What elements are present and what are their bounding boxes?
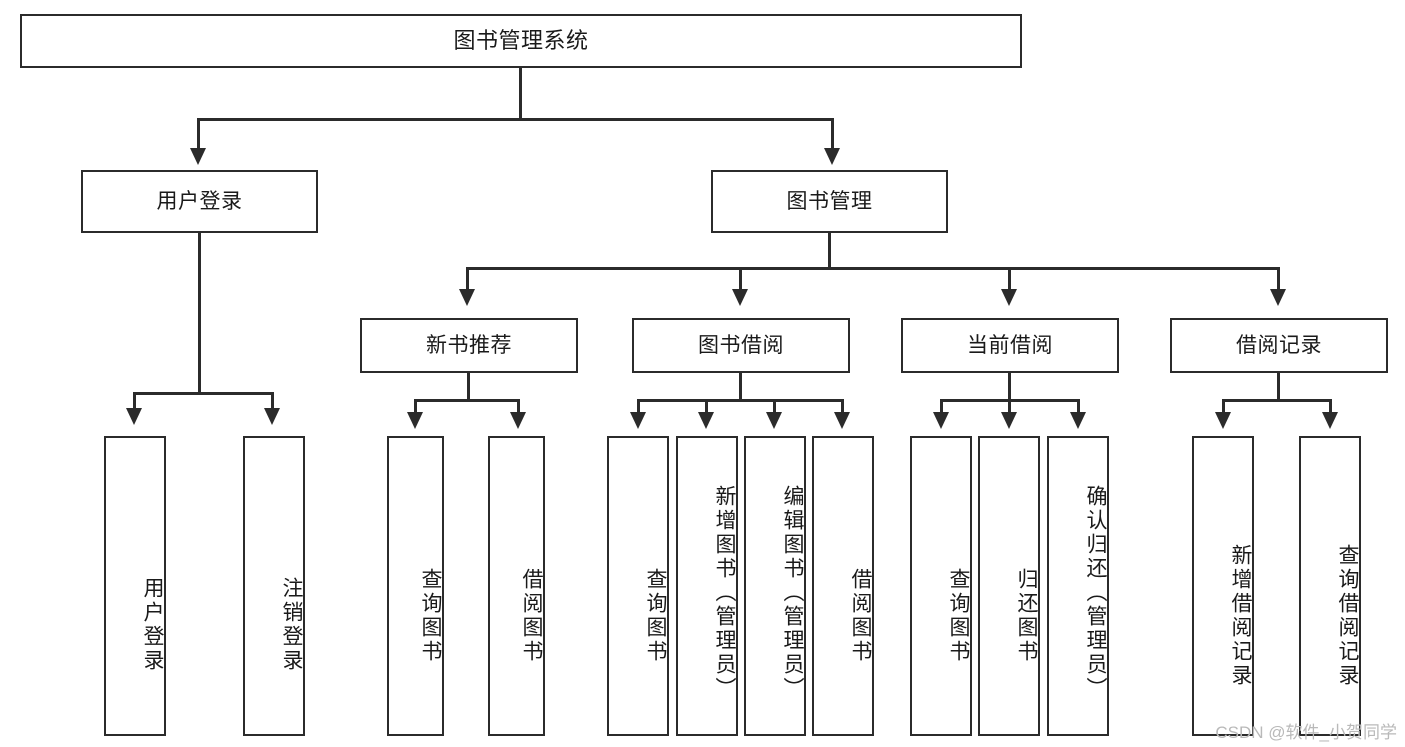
- connector-bookborrow-stem: [739, 373, 742, 401]
- arrowhead-leaf-bb-borrow: [834, 412, 850, 429]
- connector-borrowrecord-branch-1: [1222, 399, 1225, 413]
- arrowhead-book-borrow: [732, 289, 748, 306]
- connector-root-to-bookmgmt: [831, 118, 834, 151]
- arrowhead-userlogin: [190, 148, 206, 165]
- leaf-newbook-borrow-book[interactable]: 借阅图书: [488, 436, 545, 736]
- leaf-bookborrow-query-book[interactable]: 查询图书: [607, 436, 669, 736]
- leaf-borrowrecord-query-record[interactable]: 查询借阅记录: [1299, 436, 1361, 736]
- arrowhead-leaf-user-login: [126, 408, 142, 425]
- leaf-user-login[interactable]: 用户登录: [104, 436, 166, 736]
- connector-borrowrecord-bus: [1222, 399, 1332, 402]
- connector-currentborrow-branch-1: [940, 399, 943, 413]
- connector-currentborrow-stem: [1008, 373, 1011, 401]
- connector-borrowrecord-stem: [1277, 373, 1280, 401]
- connector-bookmgmt-branch-1: [466, 267, 469, 291]
- leaf-bookborrow-edit-book-admin[interactable]: 编辑图书（管理员）: [744, 436, 806, 736]
- connector-bookmgmt-branch-4: [1277, 267, 1280, 291]
- arrowhead-borrow-record: [1270, 289, 1286, 306]
- leaf-borrowrecord-add-record[interactable]: 新增借阅记录: [1192, 436, 1254, 736]
- arrowhead-leaf-bb-add: [698, 412, 714, 429]
- connector-borrowrecord-branch-2: [1329, 399, 1332, 413]
- leaf-currentborrow-return-book[interactable]: 归还图书: [978, 436, 1040, 736]
- connector-currentborrow-branch-3: [1077, 399, 1080, 413]
- connector-bookborrow-branch-2: [705, 399, 708, 413]
- leaf-logout[interactable]: 注销登录: [243, 436, 305, 736]
- connector-root-bus: [197, 118, 834, 121]
- node-user-login[interactable]: 用户登录: [81, 170, 318, 233]
- arrowhead-leaf-newbook-borrow: [510, 412, 526, 429]
- connector-bookborrow-branch-4: [841, 399, 844, 413]
- arrowhead-current-borrow: [1001, 289, 1017, 306]
- arrowhead-leaf-br-add: [1215, 412, 1231, 429]
- connector-newbook-bus: [414, 399, 520, 402]
- connector-newbook-stem: [467, 373, 470, 401]
- node-current-borrow[interactable]: 当前借阅: [901, 318, 1119, 373]
- node-book-management[interactable]: 图书管理: [711, 170, 948, 233]
- connector-currentborrow-branch-2: [1008, 399, 1011, 413]
- connector-bookmgmt-branch-3: [1008, 267, 1011, 291]
- arrowhead-leaf-logout: [264, 408, 280, 425]
- node-root-system[interactable]: 图书管理系统: [20, 14, 1022, 68]
- connector-userlogin-branch-1: [133, 392, 136, 410]
- connector-userlogin-branch-2: [271, 392, 274, 410]
- arrowhead-bookmgmt: [824, 148, 840, 165]
- node-new-book-recommend[interactable]: 新书推荐: [360, 318, 578, 373]
- leaf-currentborrow-query-book[interactable]: 查询图书: [910, 436, 972, 736]
- arrowhead-leaf-bb-query: [630, 412, 646, 429]
- connector-userlogin-stem: [198, 233, 201, 395]
- connector-bookmgmt-branch-2: [739, 267, 742, 291]
- connector-newbook-branch-1: [414, 399, 417, 413]
- arrowhead-new-book-recommend: [459, 289, 475, 306]
- connector-bookmgmt-stem: [828, 233, 831, 268]
- leaf-newbook-query-book[interactable]: 查询图书: [387, 436, 444, 736]
- connector-newbook-branch-2: [517, 399, 520, 413]
- connector-root-to-userlogin: [197, 118, 200, 151]
- arrowhead-leaf-bb-edit: [766, 412, 782, 429]
- node-book-borrow[interactable]: 图书借阅: [632, 318, 850, 373]
- connector-bookmgmt-bus: [466, 267, 1280, 270]
- arrowhead-leaf-br-query: [1322, 412, 1338, 429]
- arrowhead-leaf-cb-query: [933, 412, 949, 429]
- leaf-bookborrow-borrow-book[interactable]: 借阅图书: [812, 436, 874, 736]
- connector-bookborrow-branch-1: [637, 399, 640, 413]
- connector-root-stem: [519, 68, 522, 118]
- arrowhead-leaf-newbook-query: [407, 412, 423, 429]
- connector-userlogin-bus: [133, 392, 273, 395]
- leaf-currentborrow-confirm-return-admin[interactable]: 确认归还（管理员）: [1047, 436, 1109, 736]
- node-borrow-record[interactable]: 借阅记录: [1170, 318, 1388, 373]
- arrowhead-leaf-cb-confirm: [1070, 412, 1086, 429]
- arrowhead-leaf-cb-return: [1001, 412, 1017, 429]
- connector-bookborrow-bus: [637, 399, 844, 402]
- leaf-bookborrow-add-book-admin[interactable]: 新增图书（管理员）: [676, 436, 738, 736]
- connector-bookborrow-branch-3: [773, 399, 776, 413]
